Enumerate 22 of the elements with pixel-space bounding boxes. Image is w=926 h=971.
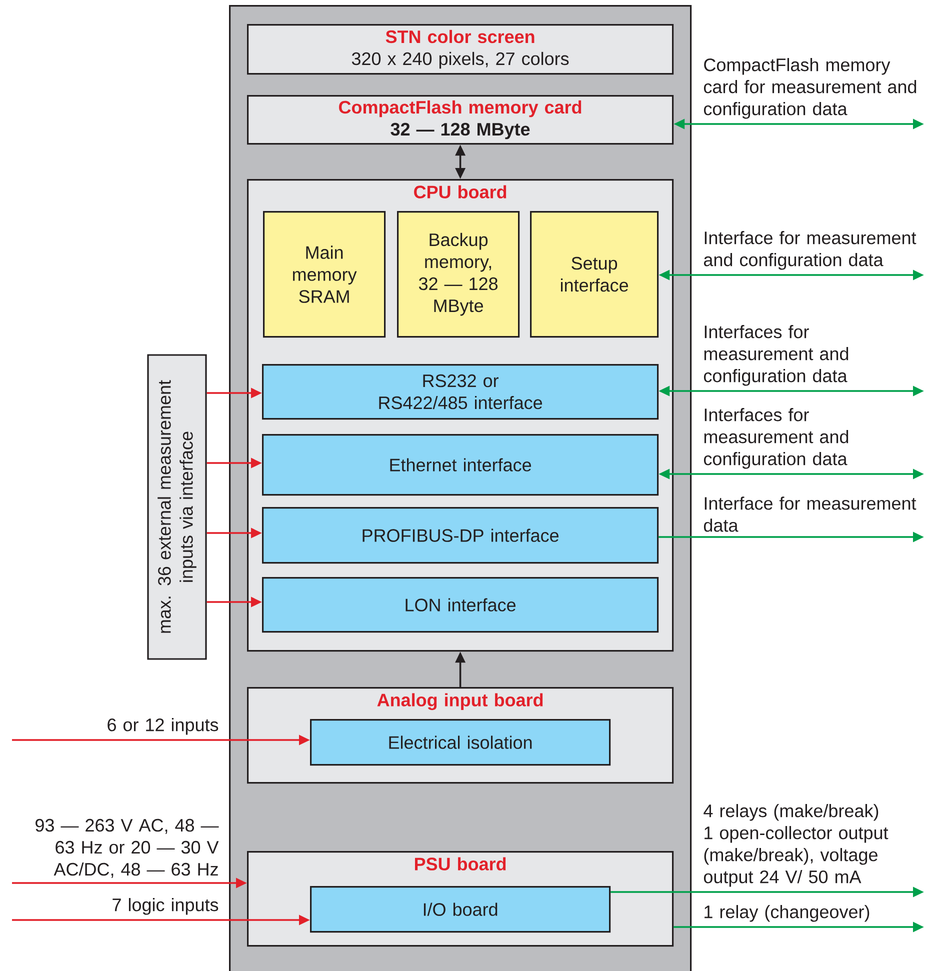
edge-label: 7 logic inputs: [112, 898, 218, 915]
interface-box: Ethernet interface: [262, 434, 659, 496]
edge-label: Interface for measurement data: [704, 496, 916, 532]
edge-label: Interface for measurement and configuration data: [704, 231, 916, 270]
screen-box: STN color screen 320 x 240 pixels, 27 colors: [247, 24, 674, 75]
io-board-box: I/O board: [310, 886, 611, 933]
edge-label: CompactFlash memory card for measurement and configuration data: [704, 58, 916, 119]
memory-card-box: CompactFlash memory card 32 — 128 MByte: [247, 95, 674, 145]
edge-label: Interfaces for measurement and configuration data: [704, 325, 848, 386]
isolation-box: Electrical isolation: [310, 719, 611, 766]
memory-box: Backup memory, 32 — 128 MByte: [397, 211, 520, 338]
input-box: max. 36 external measurement inputs via interface: [147, 354, 207, 660]
interface-box: RS232 or RS422/485 interface: [262, 364, 659, 420]
edge-label: Interfaces for measurement and configuration data: [704, 408, 848, 469]
interface-box: LON interface: [262, 577, 659, 633]
edge-label: 4 relays (make/break) 1 open-collector output (make/break), voltage output 24 V/ 50 mA: [704, 804, 888, 887]
interface-box: Setup interface: [530, 211, 659, 338]
memory-box: Main memory SRAM: [263, 211, 386, 338]
edge-label: 6 or 12 inputs: [108, 718, 218, 735]
interface-box: PROFIBUS-DP interface: [262, 507, 659, 564]
edge-label: 93 — 263 V AC, 48 — 63 Hz or 20 — 30 V AC/DC, 48 — 63 Hz: [36, 818, 219, 878]
edge-label: 1 relay (changeover): [704, 905, 870, 922]
